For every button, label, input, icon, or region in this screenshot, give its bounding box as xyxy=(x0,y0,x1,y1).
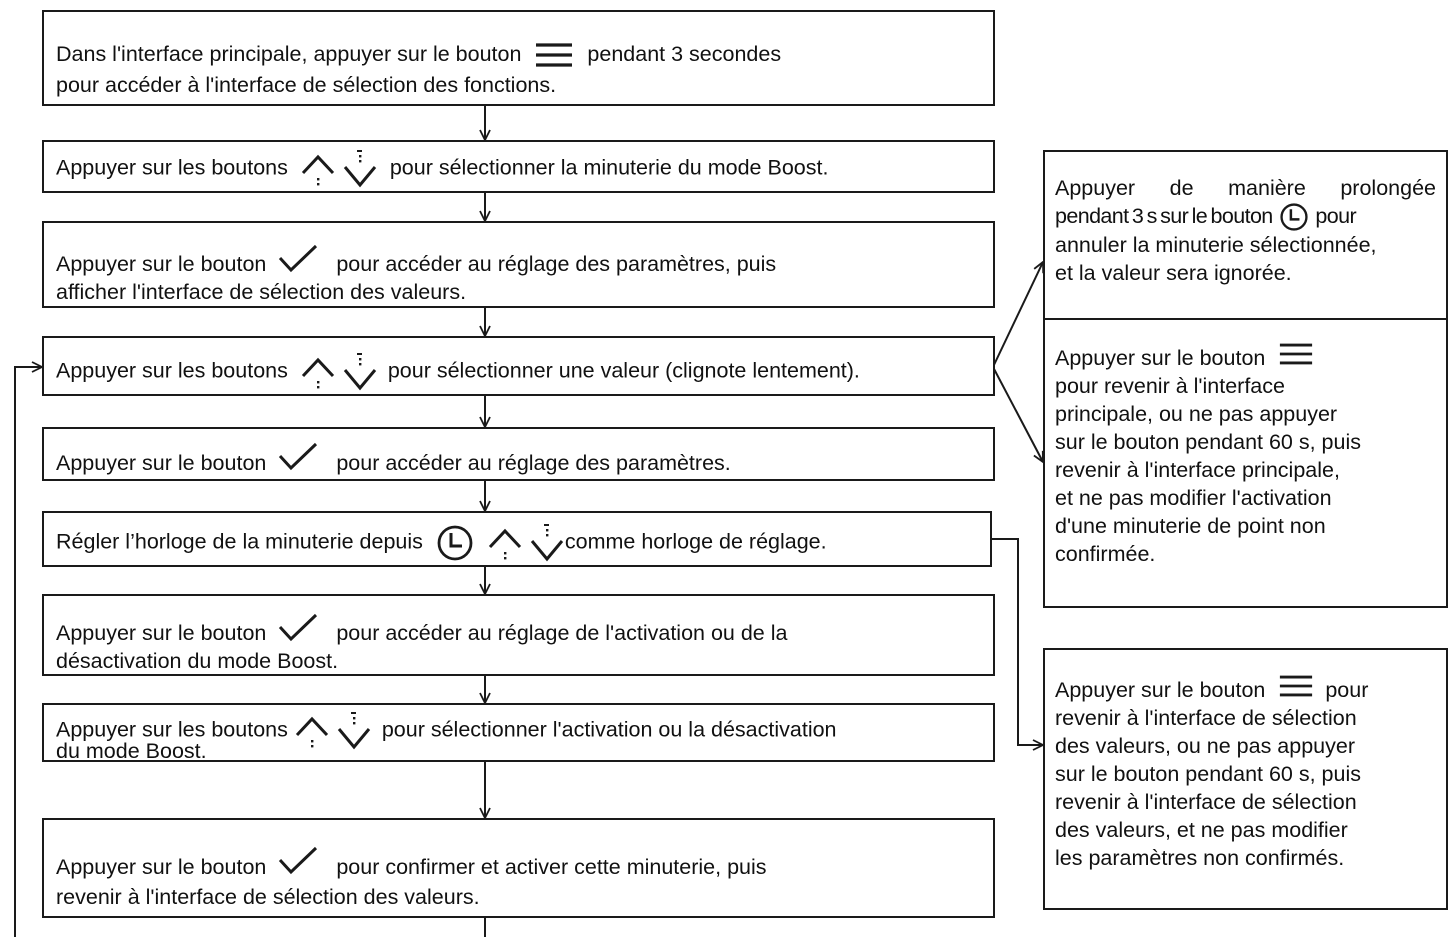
step-3-text-b: pour accéder au réglage des paramètres, … xyxy=(336,252,777,276)
up-arrow-icon xyxy=(487,525,523,561)
note-return-values: Appuyer sur le bouton pour revenir à l'i… xyxy=(1043,648,1448,910)
note-2-line-6: et ne pas modifier l'activation xyxy=(1055,486,1332,510)
check-icon xyxy=(278,613,318,643)
note-2-line-1-wrap: Appuyer sur le bouton xyxy=(1055,341,1436,372)
check-icon xyxy=(278,244,318,274)
note-2-line-1: Appuyer sur le bouton xyxy=(1055,346,1266,370)
note-3-line-4: sur le bouton pendant 60 s, puis xyxy=(1055,762,1361,786)
step-7-box: Appuyer sur le bouton pour accéder au ré… xyxy=(42,594,995,676)
clock-icon xyxy=(1280,203,1308,231)
step-4-box: Appuyer sur les boutons pour sélectionne… xyxy=(42,336,995,396)
step-3-box: Appuyer sur le bouton pour accéder au ré… xyxy=(42,221,995,308)
step-9-box: Appuyer sur le bouton pour confirmer et … xyxy=(42,818,995,918)
step-1-text-b: pendant 3 secondes xyxy=(587,42,782,66)
step-8-text-b: pour sélectionner l'activation ou la dés… xyxy=(381,717,837,742)
step-7-text-b: pour accéder au réglage de l'activation … xyxy=(336,621,788,645)
clock-icon xyxy=(437,525,473,561)
step-9-text-b: pour confirmer et activer cette minuteri… xyxy=(336,855,767,879)
step-7-text-c: désactivation du mode Boost. xyxy=(56,649,339,673)
note-2-line-3: principale, ou ne pas appuyer xyxy=(1055,402,1338,426)
step-8-text-a: Appuyer sur les boutons xyxy=(56,717,288,742)
step-6-box: Régler l’horloge de la minuterie depuis … xyxy=(42,511,992,567)
step-3-text-c: afficher l'interface de sélection des va… xyxy=(56,280,467,304)
check-icon xyxy=(278,442,318,472)
down-arrow-icon xyxy=(342,352,378,392)
step-1-text-c: pour accéder à l'interface de sélection … xyxy=(56,73,557,97)
note-1-line-2: pendant 3 s sur le bouton xyxy=(1055,204,1273,228)
note-1-line-1: Appuyer de manière prolongée xyxy=(1055,176,1436,200)
step-4-text-a: Appuyer sur les boutons xyxy=(56,358,288,383)
note-3-line-2: revenir à l'interface de sélection xyxy=(1055,706,1357,730)
loop-back-arrow xyxy=(14,367,42,937)
note-3-line-6: des valeurs, et ne pas modifier xyxy=(1055,818,1348,842)
up-arrow-icon xyxy=(294,713,330,749)
note-2-line-2: pour revenir à l'interface xyxy=(1055,374,1285,398)
step-9-text-c: revenir à l'interface de sélection des v… xyxy=(56,885,480,909)
step-3-text-a: Appuyer sur le bouton xyxy=(56,252,267,276)
branch-arrow-down xyxy=(992,366,1043,462)
step-8-text-c: du mode Boost. xyxy=(56,739,207,763)
up-arrow-icon xyxy=(300,151,336,187)
note-2-line-7: d'une minuterie de point non xyxy=(1055,514,1326,538)
step-1-text-a: Dans l'interface principale, appuyer sur… xyxy=(56,42,522,66)
note-3-line-1: Appuyer sur le bouton xyxy=(1055,678,1266,702)
check-icon xyxy=(278,846,318,876)
note-3-line-1-wrap: Appuyer sur le bouton pour xyxy=(1055,673,1436,704)
note-1-line-3: annuler la minuterie sélectionnée, xyxy=(1055,233,1377,258)
note-return-main: Appuyer sur le bouton pour revenir à l'i… xyxy=(1043,318,1448,608)
note-3-line-3: des valeurs, ou ne pas appuyer xyxy=(1055,734,1356,758)
down-arrow-icon xyxy=(529,523,565,563)
step-6-text-b: comme horloge de réglage. xyxy=(564,529,827,554)
step-5-box: Appuyer sur le bouton pour accéder au ré… xyxy=(42,427,995,481)
note-2-line-4: sur le bouton pendant 60 s, puis xyxy=(1055,430,1361,454)
note-1-line-2-wrap: pendant 3 s sur le bouton pour xyxy=(1055,202,1436,231)
step-5-text-b: pour accéder au réglage des paramètres. xyxy=(336,451,731,475)
down-arrow-icon xyxy=(336,711,372,751)
note-2-line-8: confirmée. xyxy=(1055,542,1156,566)
step-8-box: Appuyer sur les boutons pour sélectionne… xyxy=(42,703,995,763)
note-3-line-1b: pour xyxy=(1325,678,1369,702)
note-1-line-2b: pour xyxy=(1315,204,1357,228)
step-2-text-a: Appuyer sur les boutons xyxy=(56,155,288,180)
step-9-text-a: Appuyer sur le bouton xyxy=(56,855,267,879)
step-2-text-b: pour sélectionner la minuterie du mode B… xyxy=(389,155,829,180)
step-6-text-a: Régler l’horloge de la minuterie depuis xyxy=(56,529,423,554)
branch-arrow-up xyxy=(992,262,1043,368)
step-1-box: Dans l'interface principale, appuyer sur… xyxy=(42,10,995,106)
step-7-text-a: Appuyer sur le bouton xyxy=(56,621,267,645)
branch-arrow-right xyxy=(992,538,1043,745)
step-4-text-b: pour sélectionner une valeur (clignote l… xyxy=(387,358,860,383)
step-2-box: Appuyer sur les boutons pour sélectionne… xyxy=(42,140,995,193)
up-arrow-icon xyxy=(300,354,336,390)
step-5-text-a: Appuyer sur le bouton xyxy=(56,451,267,475)
down-arrow-icon xyxy=(342,149,378,189)
note-1-line-4: et la valeur sera ignorée. xyxy=(1055,261,1292,286)
note-cancel-timer: Appuyer de manière prolongée pendant 3 s… xyxy=(1043,150,1448,320)
note-3-line-7: les paramètres non confirmés. xyxy=(1055,846,1345,870)
menu-icon xyxy=(535,42,573,68)
menu-icon xyxy=(1279,341,1313,367)
note-2-line-5: revenir à l'interface principale, xyxy=(1055,458,1340,482)
note-3-line-5: revenir à l'interface de sélection xyxy=(1055,790,1357,814)
menu-icon xyxy=(1279,673,1313,699)
